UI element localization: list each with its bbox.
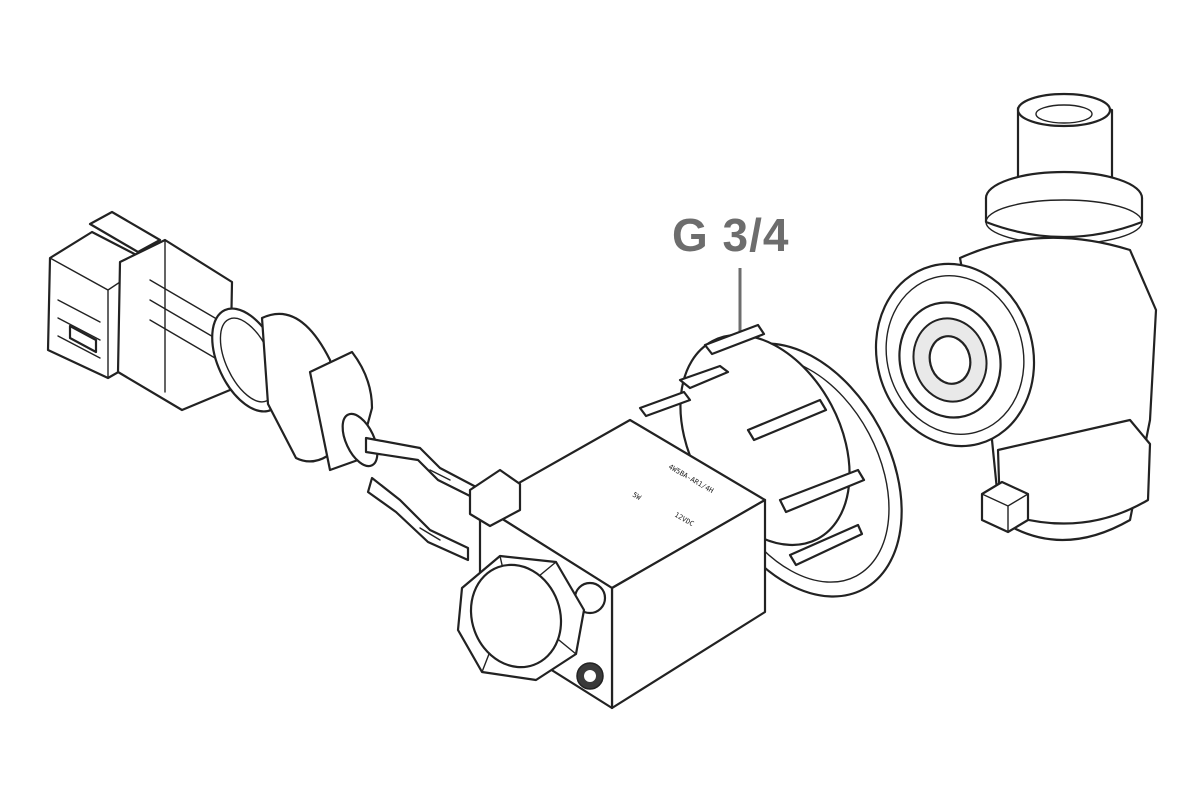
valve-body <box>874 92 1158 541</box>
thread-size-label: G 3/4 <box>672 209 790 261</box>
connector-plug <box>46 210 379 472</box>
lead-wires <box>364 436 480 562</box>
coil-marking-power: 5W <box>631 491 643 503</box>
hex-cap-nut <box>456 554 586 682</box>
